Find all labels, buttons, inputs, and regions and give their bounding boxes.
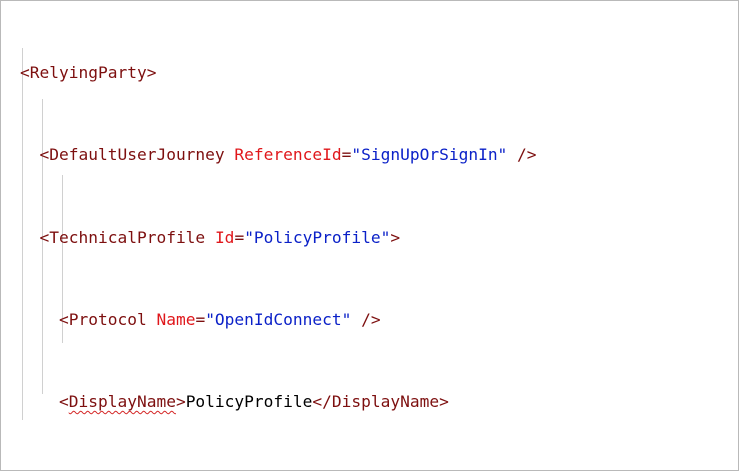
code-line-4: <Protocol Name="OpenIdConnect" /> [58,309,381,329]
xml-tag: <TechnicalProfile [39,227,206,247]
code-line-3: <TechnicalProfile Id="PolicyProfile"> [39,227,401,247]
xml-tag-close: > [390,227,401,247]
spellcheck-flagged-tagname: DisplayName [68,392,176,412]
xml-tag-end: > [175,392,186,412]
indent-guide-level-2 [42,99,43,394]
xml-tag-close: /> [351,309,381,329]
xml-attribute: ReferenceId [234,145,342,165]
indent-guide-level-1 [22,48,23,420]
indent-guide-level-3 [62,175,63,343]
xml-tag-close: </DisplayName> [312,392,449,412]
xml-value: "OpenIdConnect" [205,309,352,329]
xml-tag: <RelyingParty> [20,63,157,82]
xml-tag-close: /> [507,145,537,165]
xml-value: "PolicyProfile" [244,227,391,247]
xml-text-content: PolicyProfile [185,392,313,412]
xml-value: "SignUpOrSignIn" [351,145,508,165]
xml-code[interactable]: <RelyingParty> <DefaultUserJourney Refer… [20,22,702,470]
xml-attribute: Id [214,227,235,247]
xml-tag: <DefaultUserJourney [39,145,225,165]
xml-tag-open-bracket: < [58,392,69,412]
code-line-1: <RelyingParty> [20,60,702,85]
xml-attribute: Name [156,309,196,329]
code-line-2: <DefaultUserJourney ReferenceId="SignUpO… [39,145,537,165]
code-line-5: <DisplayName>PolicyProfile</DisplayName> [20,389,702,414]
xml-tag: <Protocol [58,309,147,329]
